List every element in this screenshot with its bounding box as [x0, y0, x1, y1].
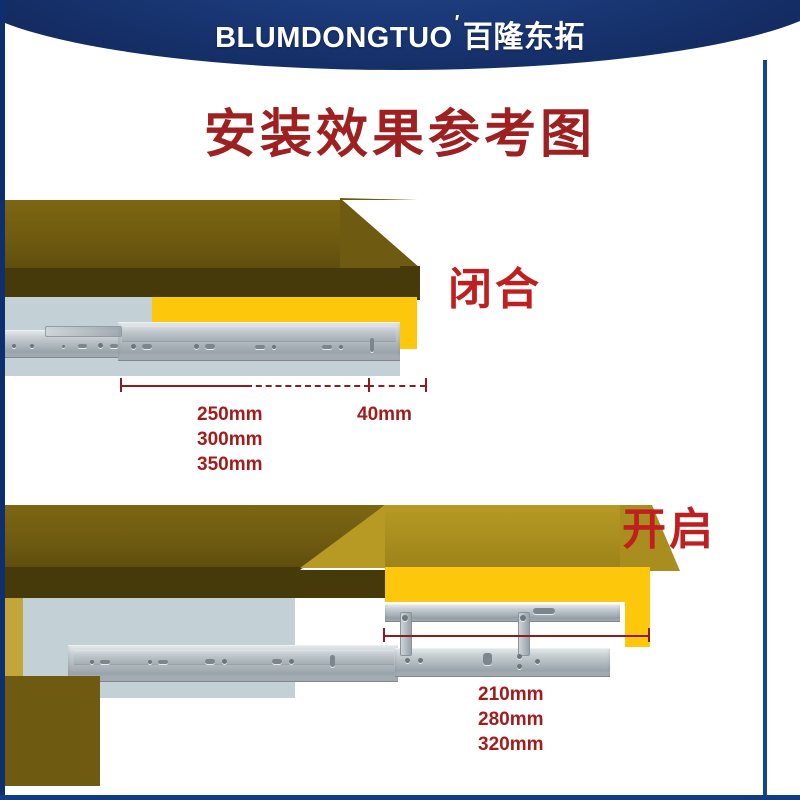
- rail-slot: [78, 344, 87, 348]
- dimension-label-travel: 250mm 300mm 350mm: [197, 402, 263, 477]
- rail-slot: [272, 659, 282, 664]
- rail-slot: [205, 659, 215, 664]
- dimension-tick-end: [425, 378, 427, 392]
- dimension-value: 210mm: [478, 684, 544, 705]
- rail-hole: [62, 345, 65, 348]
- state-label-closed: 闭合: [448, 264, 542, 315]
- dimension-value: 350mm: [197, 454, 263, 475]
- rail-slot: [205, 344, 215, 349]
- rail-hole: [405, 658, 410, 663]
- dimension-tick-start: [383, 628, 385, 642]
- bracket-hole: [520, 615, 526, 621]
- frame-border-bottom: [0, 795, 800, 800]
- desk-board-face-bevel-closed: [400, 266, 440, 300]
- dimension-tick-start: [120, 378, 122, 392]
- desk-board-face-closed: [5, 268, 420, 297]
- dimension-line-extension: [383, 635, 650, 637]
- rail-hole: [194, 344, 199, 349]
- cabinet-side-board-open: [5, 676, 100, 786]
- rail-hole: [148, 660, 152, 664]
- rail-slot: [483, 653, 492, 665]
- frame-border-left: [0, 0, 5, 800]
- drawer-front-face-open: [625, 567, 650, 647]
- rail-hole: [517, 664, 522, 669]
- bracket-hole: [402, 615, 408, 621]
- slide-rail-highlight-open: [74, 650, 394, 665]
- drawer-top-bevel-open: [620, 505, 680, 571]
- rail-hole: [339, 345, 343, 349]
- dimension-line-travel-dashed: [246, 385, 370, 387]
- rail-hole: [272, 345, 276, 349]
- slide-rail-highlight-closed: [122, 326, 396, 342]
- rail-end-slot: [330, 655, 335, 667]
- rail-slot: [142, 344, 152, 349]
- rail-hole: [535, 659, 540, 664]
- brand-latin-name: BLUMDONGTUO: [215, 22, 453, 54]
- drawer-top-face-open: [385, 505, 650, 567]
- rail-slot: [533, 608, 555, 614]
- rail-slot: [100, 660, 110, 664]
- rail-slot: [110, 344, 118, 348]
- dimension-value: 300mm: [197, 429, 263, 450]
- state-label-open: 开启: [622, 504, 716, 555]
- dimension-tick-mid: [368, 378, 370, 392]
- rail-hole: [289, 659, 294, 664]
- dimension-line-travel-solid: [120, 385, 248, 387]
- dimension-value: 40mm: [357, 404, 412, 425]
- brand-mark: ′: [454, 12, 460, 34]
- frame-border-right: [763, 60, 767, 800]
- desk-board-face-open: [5, 567, 385, 598]
- cabinet-left-edge-open: [5, 598, 23, 676]
- rail-hole: [30, 344, 34, 348]
- rail-hole: [98, 343, 103, 348]
- rail-end-slot: [370, 338, 374, 352]
- desk-board-perspective-closed: [340, 198, 435, 268]
- rail-connector-bracket-left: [400, 612, 412, 656]
- rail-slot: [322, 345, 332, 349]
- slide-rail-inner-open: [395, 648, 610, 677]
- rail-hole: [517, 654, 522, 659]
- dimension-value: 320mm: [478, 734, 544, 755]
- rail-slot: [255, 345, 265, 349]
- drawer-front-bar-open: [385, 567, 650, 602]
- dimension-label-extension: 210mm 280mm 320mm: [478, 682, 544, 757]
- dimension-tick-end: [648, 628, 650, 642]
- rail-hole: [90, 660, 94, 664]
- slide-rail-bracket-closed: [45, 326, 122, 337]
- dimension-value: 280mm: [478, 709, 544, 730]
- rail-hole: [222, 659, 227, 664]
- page-title: 安装效果参考图: [203, 105, 596, 165]
- rail-hole: [12, 344, 16, 348]
- dimension-line-overhang-dashed: [368, 385, 426, 387]
- dimension-label-overhang: 40mm: [357, 402, 412, 427]
- rail-hole: [418, 658, 423, 663]
- rail-hole: [131, 344, 136, 349]
- dimension-value: 250mm: [197, 404, 263, 425]
- brand-title: BLUMDONGTUO′百隆东拓: [0, 12, 800, 56]
- slide-rail-top-member-open: [385, 604, 620, 622]
- brand-header-banner: BLUMDONGTUO′百隆东拓: [0, 0, 800, 72]
- rail-slot: [158, 660, 168, 664]
- brand-chinese-name: 百隆东拓: [462, 21, 585, 54]
- rail-connector-bracket-right: [518, 612, 530, 656]
